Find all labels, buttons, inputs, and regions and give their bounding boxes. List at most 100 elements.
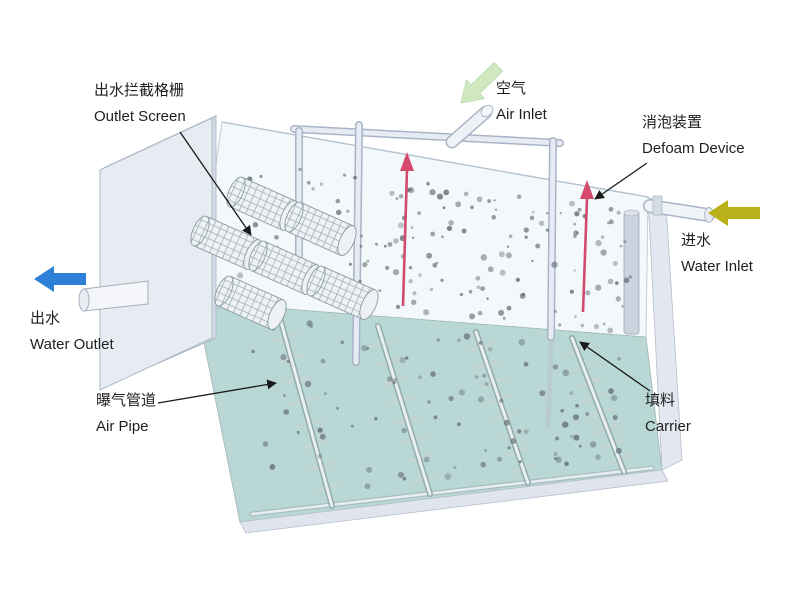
carrier-dot (623, 240, 627, 244)
defoam-pipe-right-arrowhead (580, 180, 594, 199)
carrier-dot (436, 338, 441, 342)
carrier-dot (523, 361, 529, 367)
label-water-outlet: 出水 Water Outlet (30, 306, 114, 358)
carrier-dot (478, 341, 483, 345)
carrier-dot (558, 323, 562, 327)
label-water-outlet-en: Water Outlet (30, 336, 114, 353)
carrier-dot (608, 388, 614, 394)
carrier-dot (433, 415, 438, 420)
carrier-dot (595, 284, 602, 291)
carrier-dot (269, 464, 276, 470)
air-inlet-pipe-mouth (480, 104, 494, 118)
carrier-dot (621, 304, 624, 308)
carrier-dot (429, 287, 434, 292)
screen-front-cap (248, 240, 268, 272)
screen-end-cap (359, 289, 379, 320)
carrier-dot (346, 209, 350, 213)
air-header-pipe-face (250, 466, 654, 516)
carrier-dot (463, 191, 469, 197)
carrier-dot (480, 254, 487, 261)
carrier-dot (317, 427, 323, 433)
carrier-dot (531, 211, 535, 214)
carrier-dot (398, 193, 404, 199)
carrier-dot (408, 187, 415, 194)
carrier-dot (283, 394, 286, 397)
carrier-dot (576, 231, 579, 235)
carrier-dot (506, 245, 510, 248)
screen-front-cap (284, 201, 304, 233)
outlet-screen-cylinder (214, 275, 287, 330)
carrier-dot (519, 293, 526, 299)
carrier-dot (615, 296, 621, 302)
carrier-dot (574, 315, 577, 318)
carrier-dot (401, 427, 407, 434)
water-outlet-pipe-mouth (78, 288, 90, 312)
carrier-dot (298, 167, 302, 172)
label-air-pipe-en: Air Pipe (96, 418, 149, 435)
carrier-dot (484, 381, 489, 387)
label-carrier-zh: 填料 (645, 392, 676, 409)
carrier-dot (456, 422, 461, 427)
carrier-dot (494, 208, 498, 211)
carrier-dots-floor (251, 320, 622, 490)
carrier-dot (486, 297, 489, 300)
outlet-screen-cylinder (306, 265, 379, 320)
carrier-dot (348, 262, 352, 266)
carrier-dot (342, 173, 347, 177)
frame-post-middle-face (353, 122, 362, 365)
carrier-dot (468, 290, 473, 294)
label-water-inlet: 进水 Water Inlet (681, 228, 753, 280)
carrier-dot (593, 323, 600, 330)
tank-right-inner-edge (645, 196, 649, 338)
carrier-dot (399, 357, 406, 364)
carrier-dot (569, 289, 574, 294)
carrier-dot (319, 182, 324, 186)
carrier-dot (251, 349, 255, 354)
carrier-dot (623, 277, 630, 284)
carrier-dot (607, 221, 610, 225)
label-defoam-device-zh: 消泡装置 (642, 114, 703, 131)
carrier-dot (374, 417, 378, 421)
carrier-dot (608, 219, 614, 225)
carrier-dot (553, 309, 557, 314)
carrier-dot (366, 259, 370, 263)
frame-post-underwater (545, 336, 554, 429)
label-outlet-screen-en: Outlet Screen (94, 108, 186, 125)
inlet-down-pipe-top (623, 209, 640, 217)
carrier-dot (444, 473, 452, 480)
carrier-dot (611, 394, 618, 402)
label-water-outlet-zh: 出水 (30, 310, 61, 327)
water-inlet-flange (652, 195, 663, 216)
carrier-dot (311, 187, 315, 191)
carrier-dot (353, 175, 357, 180)
carrier-dot (443, 189, 450, 196)
carrier-dot (570, 434, 574, 438)
carrier-dot (482, 373, 487, 378)
carrier-dot (237, 272, 244, 279)
carrier-dot (508, 234, 513, 238)
carrier-dot (364, 483, 371, 490)
carrier-dot (569, 200, 575, 207)
carrier-dot (577, 207, 582, 212)
screen-end-cap (337, 225, 357, 256)
carrier-dot (476, 285, 481, 290)
carrier-dot (524, 235, 528, 239)
label-air-inlet: 空气 Air Inlet (496, 76, 547, 128)
label-carrier: 填料 Carrier (645, 388, 691, 440)
carrier-dot (280, 354, 287, 361)
frame-beam-face (291, 126, 563, 146)
carrier-dot (383, 244, 387, 248)
label-water-inlet-zh: 进水 (681, 232, 712, 249)
carrier-dot (573, 222, 576, 226)
water-outlet-arrow (34, 266, 86, 292)
carrier-dot (335, 198, 340, 204)
carrier-dot (555, 436, 559, 441)
air-lateral-pipe-face (376, 324, 432, 496)
carrier-dot (546, 212, 549, 215)
carrier-dot (392, 269, 400, 276)
carrier-dot (499, 269, 506, 276)
carrier-dot (358, 279, 362, 283)
carrier-dot (305, 380, 312, 388)
